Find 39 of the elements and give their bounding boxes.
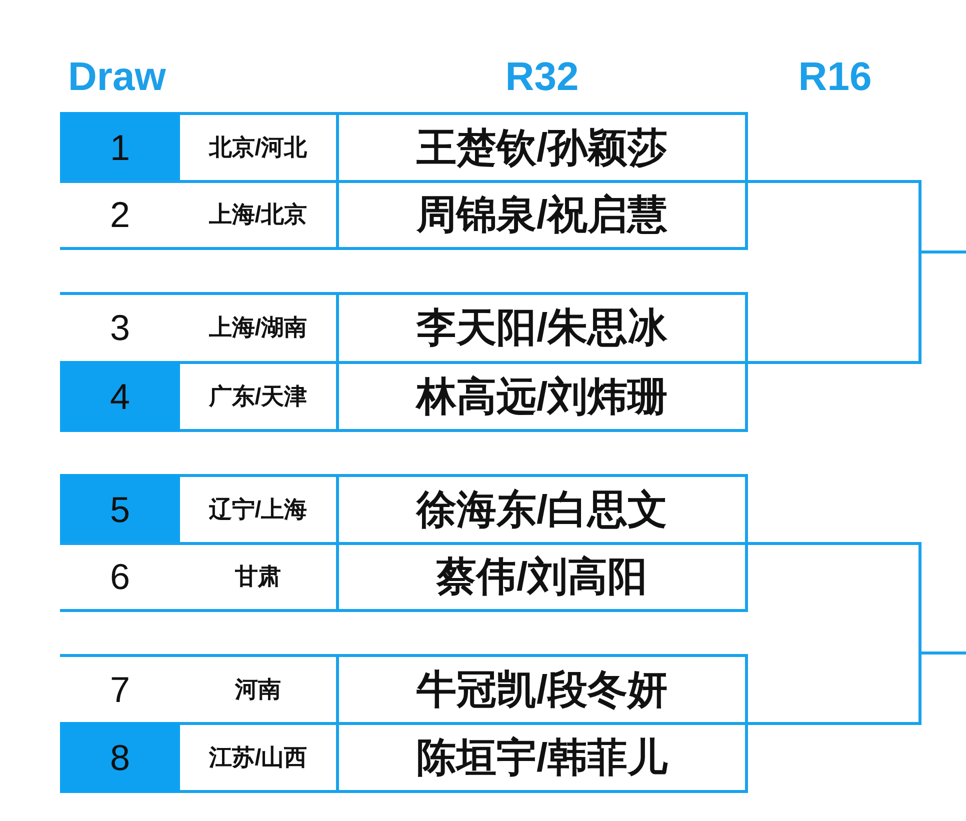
- region-name: 北京/河北: [208, 134, 308, 160]
- column-heading: Draw: [68, 55, 166, 99]
- bracket-line: [748, 250, 966, 364]
- player-names: 周锦泉/祝启慧: [416, 193, 668, 237]
- bracket-row: [60, 180, 745, 250]
- region-name: 甘肃: [235, 564, 281, 590]
- match-box: [60, 654, 748, 793]
- draw-number: 3: [110, 308, 130, 348]
- player-names: 林高远/刘炜珊: [416, 374, 668, 418]
- bracket-row: [60, 112, 745, 183]
- region-name: 上海/北京: [208, 202, 308, 228]
- bracket-line: [748, 652, 966, 725]
- bracket-row: [60, 361, 745, 432]
- player-names: 蔡伟/刘高阳: [436, 555, 648, 599]
- draw-number: 5: [110, 490, 130, 530]
- draw-number: 8: [110, 738, 130, 778]
- player-names: 陈垣宇/韩菲儿: [416, 736, 668, 780]
- match-box: [60, 112, 748, 250]
- draw-number: 2: [110, 195, 130, 235]
- column-heading: R16: [798, 55, 872, 99]
- match-box: [60, 292, 748, 432]
- column-heading: R32: [505, 55, 579, 99]
- draw-number: 1: [110, 128, 130, 168]
- player-names: 王楚钦/孙颖莎: [416, 126, 668, 170]
- bracket-row: [60, 474, 745, 545]
- bracket-row: [60, 722, 745, 793]
- region-name: 广东/天津: [208, 384, 308, 410]
- draw-number: 4: [110, 376, 130, 416]
- draw-number: 7: [110, 670, 130, 710]
- player-names: 牛冠凯/段冬妍: [416, 668, 668, 712]
- region-name: 上海/湖南: [208, 315, 308, 341]
- region-name: 辽宁/上海: [208, 496, 308, 522]
- draw-number: 6: [110, 557, 130, 597]
- match-box: [60, 474, 748, 612]
- player-names: 李天阳/朱思冰: [416, 306, 668, 350]
- bracket-row: [60, 542, 745, 612]
- player-names: 徐海东/白思文: [416, 488, 668, 532]
- region-name: 河南: [235, 676, 281, 702]
- region-name: 江苏/山西: [208, 744, 308, 770]
